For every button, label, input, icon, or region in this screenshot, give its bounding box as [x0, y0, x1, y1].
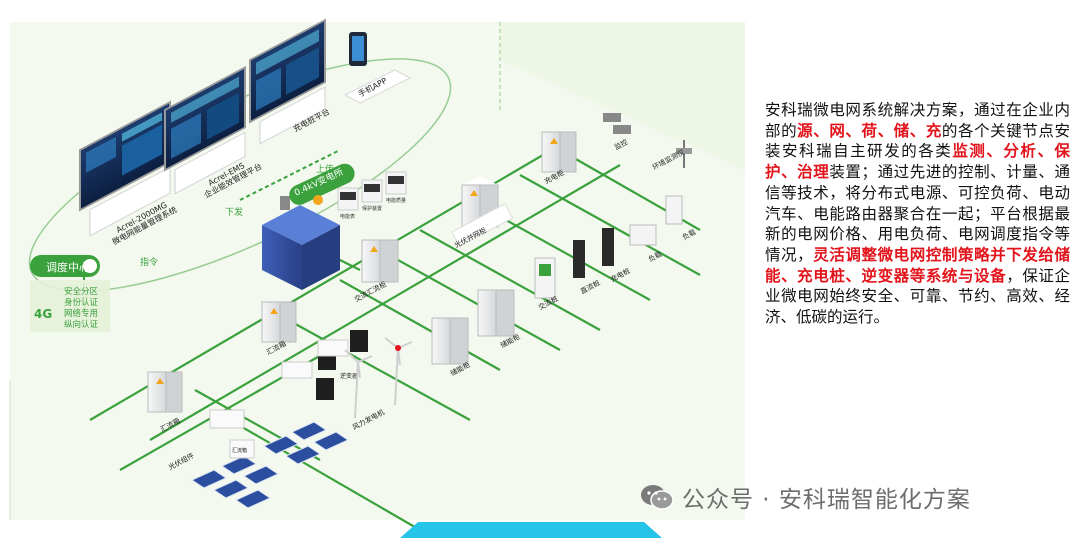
dispatch-item-3: 网络专用: [64, 308, 98, 319]
platform-monitor-3: [249, 18, 326, 145]
desc-text-2: 的各个关键节点安装安科瑞自主研发的各类: [765, 121, 1070, 161]
platform-monitor-1: [79, 100, 171, 237]
wind-hub: [395, 345, 401, 351]
watermark: 公众号 · 安科瑞智能化方案: [640, 480, 971, 514]
desc-highlight-2: 监测、分析、保护、治理: [765, 142, 1070, 182]
combiner-box: [229, 439, 255, 459]
watermark-text: 公众号 · 安科瑞智能化方案: [682, 487, 971, 513]
desc-highlight-1: 源、网、荷、储、充: [797, 121, 942, 140]
pv-arrays: [190, 421, 350, 509]
dispatch-center: 调度中心 安全分区 身份认证 网络专用 纵向认证 4G: [28, 58, 452, 332]
desc-text-4: ，保证企业微电网始终安全、可靠、节约、高效、经济、低碳的运行。: [765, 266, 1070, 327]
combiner-label: 汇流箱: [232, 447, 247, 454]
mobile-app: 手机APP: [343, 32, 412, 104]
dispatch-item-2: 身份认证: [64, 297, 99, 308]
meter-label-3: 电能质量: [386, 197, 406, 204]
desc-text-3: 装置；通过先进的控制、计量、通信等技术，将分布式电源、可控负荷、电动汽车、电能路…: [765, 163, 1070, 264]
platform-monitor-2: [164, 65, 246, 195]
dispatch-item-1: 安全分区: [64, 286, 99, 297]
substation-0-4kv: 0.4kV变电所: [262, 163, 355, 290]
down-link-label: 下发: [225, 206, 243, 218]
meter-boxes: 电能表 保护装置 电能质量: [337, 171, 407, 220]
inverters: 逆变器: [209, 330, 368, 429]
dispatch-item-4: 纵向认证: [64, 319, 99, 330]
cabinets: 光伏并网柜 交流汇流柜 汇流箱 汇流箱 充电柜 储能柜 储能柜: [147, 131, 577, 434]
desc-text-1: 安科瑞微电网系统解决方案，通过在企业内部的: [765, 101, 1070, 140]
bottom-tab-decoration: [400, 522, 662, 538]
dispatch-center-label: 调度中心: [46, 260, 90, 274]
meter-label-1: 电能表: [340, 213, 355, 220]
wind-turbines: [344, 337, 413, 419]
solution-description: 安科瑞微电网系统解决方案，通过在企业内部的源、网、荷、储、充的各个关键节点安装安…: [765, 100, 1070, 328]
instruction-label: 指令: [140, 256, 158, 268]
wechat-icon: [640, 484, 674, 510]
desc-highlight-3: 灵活调整微电网控制策略并下发给储能、充电桩、逆变器等系统与设备: [765, 245, 1070, 285]
inverter-label: 逆变器: [340, 372, 358, 380]
net-4g-label: 4G: [34, 307, 52, 321]
meter-label-2: 保护装置: [362, 205, 382, 212]
